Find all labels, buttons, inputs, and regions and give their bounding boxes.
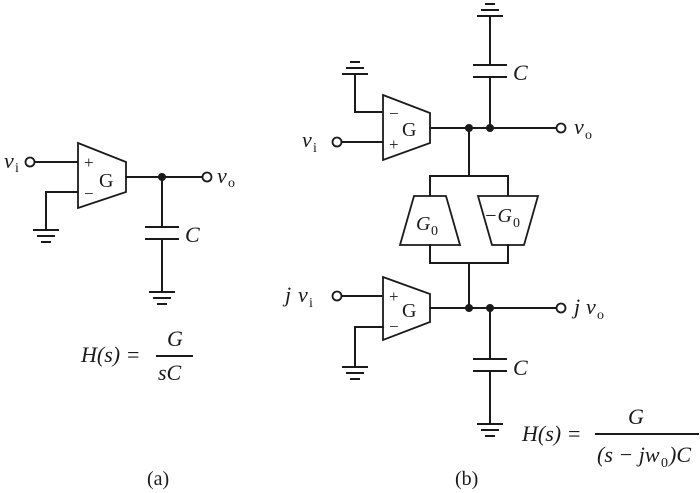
top-input-terminal <box>331 136 343 148</box>
capacitor-icon <box>473 64 507 78</box>
junction-dot <box>465 304 473 312</box>
transconductance-amplifier-a <box>77 141 127 210</box>
top-amp-plus: + <box>389 135 399 154</box>
tf-denominator-a: sC <box>158 360 182 385</box>
top-output-terminal <box>555 122 567 134</box>
neg-g0-sub: 0 <box>513 216 520 231</box>
tf-denominator-b-sub: 0 <box>661 456 668 471</box>
tf-denominator-b-part1: (s − jw <box>597 442 660 467</box>
top-amp-label: G <box>402 119 416 141</box>
amp-minus-sign: − <box>84 184 94 203</box>
input-label-a: v <box>4 148 14 173</box>
input-sub-a: i <box>15 161 19 176</box>
bottom-amp-plus: + <box>389 287 399 306</box>
amp-label: G <box>99 170 113 192</box>
bottom-amp-minus: − <box>389 317 399 336</box>
ground-icon <box>342 61 368 75</box>
ground-icon <box>33 229 59 243</box>
caption-b: (b) <box>455 468 478 490</box>
top-amp-minus: − <box>389 104 399 123</box>
bottom-capacitor-label: C <box>513 355 528 380</box>
g0-amplifier <box>398 195 462 246</box>
bottom-output-prefix: j <box>571 294 580 319</box>
tf-numerator-a: G <box>167 326 183 351</box>
tf-numerator-b: G <box>628 404 644 429</box>
top-capacitor-label: C <box>513 60 528 85</box>
neg-g0-label: −G <box>484 205 512 227</box>
top-input-label: v <box>302 127 312 152</box>
figure-b: C v i − + G v o G 0 <box>282 3 699 490</box>
bottom-input-label: v <box>298 282 308 307</box>
capacitor-icon <box>145 226 179 240</box>
caption-a: (a) <box>147 468 169 490</box>
output-terminal-a <box>201 171 213 183</box>
bottom-amp-label: G <box>402 300 416 322</box>
neg-g0-amplifier <box>476 195 540 246</box>
output-label-a: v <box>217 163 227 188</box>
bottom-output-sub: o <box>597 308 604 323</box>
capacitor-icon <box>473 358 507 372</box>
top-input-sub: i <box>313 141 317 156</box>
bottom-input-terminal <box>331 290 343 302</box>
ground-icon <box>342 366 368 380</box>
ground-icon <box>477 3 503 17</box>
bottom-output-terminal <box>555 302 567 314</box>
input-terminal-a <box>24 156 36 168</box>
g0-sub: 0 <box>431 224 438 239</box>
junction-dot <box>486 124 494 132</box>
tf-lhs-b: H(s) = <box>521 421 581 446</box>
top-output-label: v <box>574 114 584 139</box>
tf-lhs-a: H(s) = <box>80 342 140 367</box>
output-sub-a: o <box>228 176 235 191</box>
top-amplifier <box>382 93 431 162</box>
g0-label: G <box>416 213 431 235</box>
ground-icon <box>477 423 503 437</box>
capacitor-label-a: C <box>185 222 200 247</box>
top-output-sub: o <box>585 128 592 143</box>
figure-a: + − G v i v o C H(s) = G sC (a) <box>4 141 235 490</box>
tf-denominator-b-part2: )C <box>667 442 691 467</box>
bottom-input-sub: i <box>309 296 313 311</box>
ground-icon <box>149 291 175 305</box>
amp-plus-sign: + <box>84 153 94 172</box>
bottom-output-label: v <box>586 294 596 319</box>
bottom-amplifier <box>382 275 431 342</box>
bottom-input-prefix: j <box>282 282 291 307</box>
